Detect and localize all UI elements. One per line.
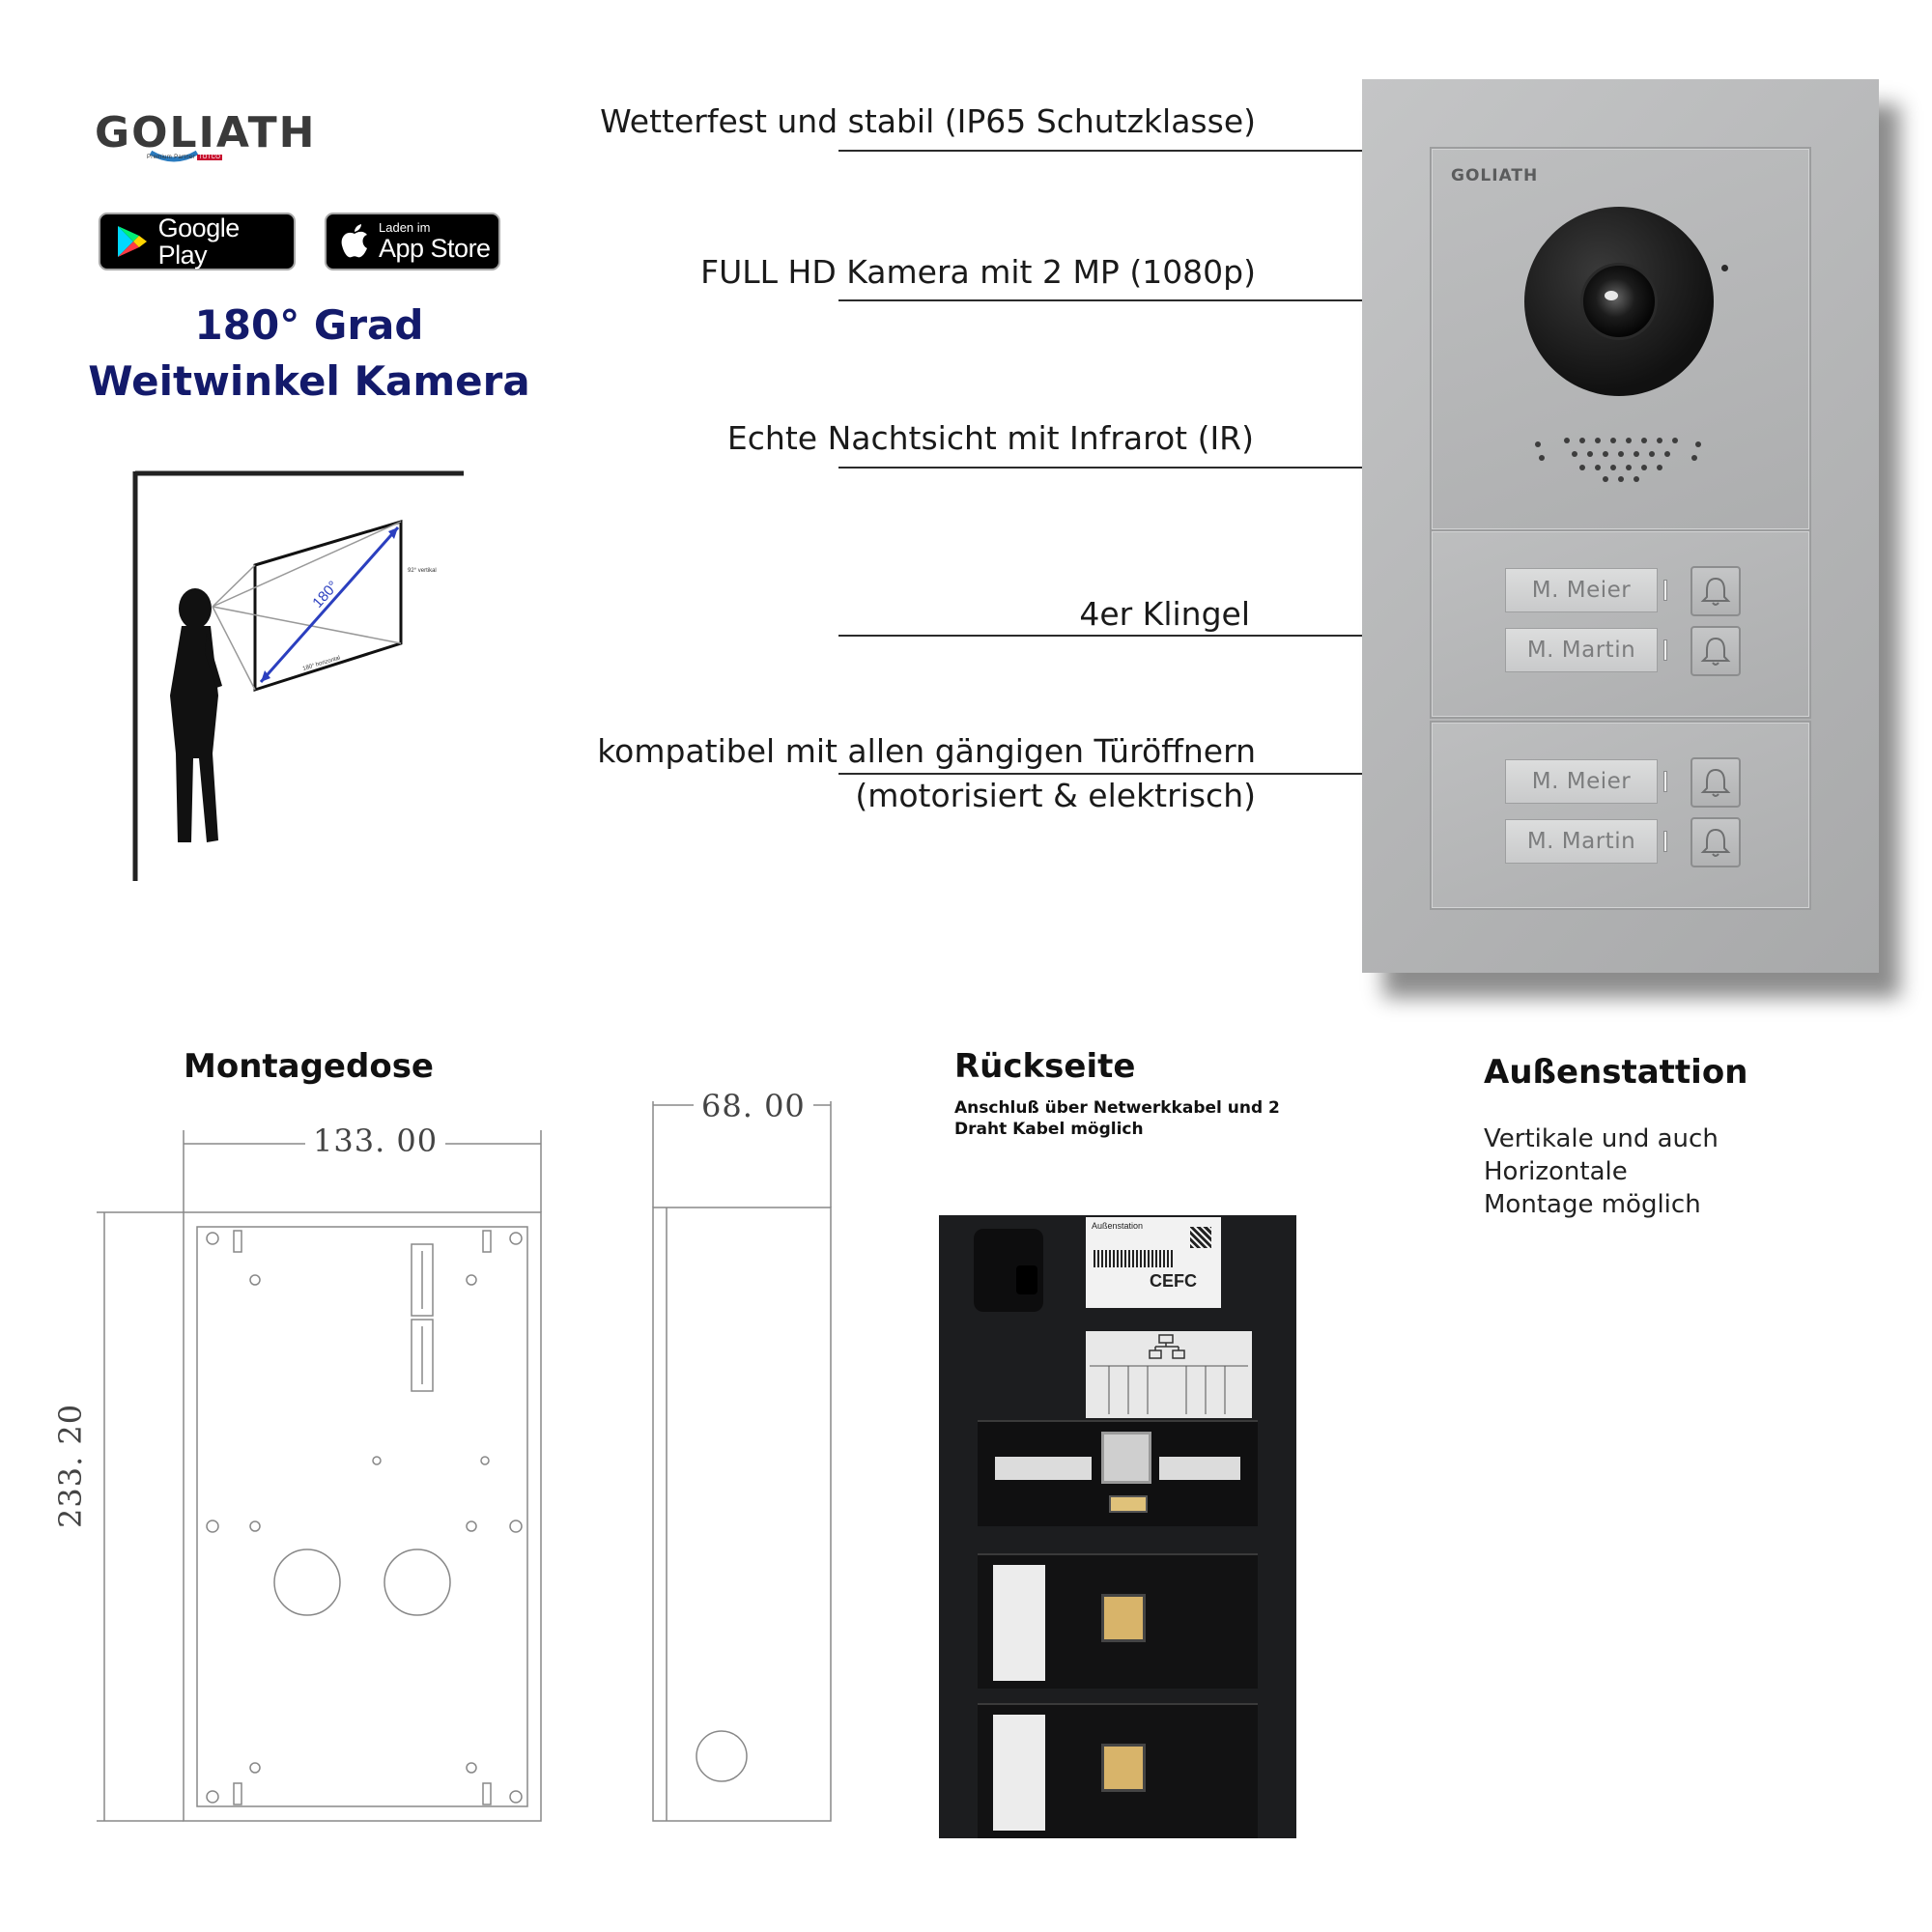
bell-icon (1700, 768, 1731, 797)
montagedose-title: Montagedose (184, 1047, 434, 1086)
door-station-panel: GOLIATH M. Meier M. Martin M. (1362, 79, 1879, 973)
ribbon-connector (1109, 1495, 1148, 1513)
bell-module-1: M. Meier M. Martin (1430, 529, 1811, 719)
camera-module: GOLIATH (1430, 147, 1811, 531)
aussenstation-title: Außenstattion (1484, 1053, 1748, 1092)
terminal-label (1086, 1331, 1252, 1418)
nameplate-led-2 (1663, 639, 1667, 661)
bell-icon (1700, 828, 1731, 857)
rueckseite-note: Anschluß über Netwerkkabel und 2 Draht K… (954, 1098, 1280, 1139)
feature-rule-5 (838, 773, 1362, 775)
module-label-1 (993, 1565, 1045, 1681)
network-symbol-icon (1090, 1334, 1248, 1414)
person-silhouette-icon (170, 588, 222, 842)
feature-weatherproof: Wetterfest und stabil (IP65 Schutzklasse… (600, 102, 1256, 140)
feature-rule-1 (838, 150, 1362, 152)
nameplate-4: M. Martin (1505, 819, 1658, 864)
terminal-block-right (1159, 1457, 1240, 1480)
feature-rule-2 (838, 299, 1362, 301)
panel-logo: GOLIATH (1451, 166, 1539, 185)
camera-lens (1580, 263, 1658, 340)
nameplate-2: M. Martin (1505, 628, 1658, 672)
bell-module-2: M. Meier M. Martin (1430, 721, 1811, 910)
app-store-small-label: Laden im (379, 220, 431, 235)
nameplate-led-4 (1663, 831, 1667, 852)
connector-bay (978, 1420, 1258, 1526)
aussenstation-line-2: Horizontale (1484, 1157, 1628, 1186)
bell-button-1[interactable] (1690, 566, 1741, 616)
label-title: Außenstation (1092, 1221, 1144, 1231)
feature-compatible: kompatibel mit allen gängigen Türöffnern (597, 732, 1256, 770)
nameplate-1: M. Meier (1505, 568, 1658, 612)
camera-icon (1524, 207, 1714, 396)
dim-depth: 68. 00 (694, 1088, 813, 1124)
microphone-icon (1721, 265, 1728, 271)
nameplate-led-3 (1663, 771, 1667, 792)
bell-module-back-2 (978, 1703, 1258, 1838)
module-connector-2 (1101, 1744, 1146, 1792)
qr-code (1190, 1227, 1211, 1248)
speaker-grille-icon (1535, 438, 1701, 482)
bell-module-back-1 (978, 1553, 1258, 1689)
bell-icon (1700, 637, 1731, 666)
barcode (1094, 1250, 1175, 1267)
back-side-photo: Außenstation CEFC (939, 1215, 1296, 1838)
google-play-icon (118, 226, 147, 257)
dim-width: 133. 00 (305, 1122, 446, 1159)
nameplate-led-1 (1663, 580, 1667, 601)
goliath-logo: GOLIATH (95, 108, 316, 157)
feature-rule-4 (838, 635, 1362, 637)
rj45-port (1101, 1432, 1151, 1484)
wide-angle-title-line1: 180° Grad (194, 301, 424, 349)
bell-button-3[interactable] (1690, 757, 1741, 808)
feature-night-vision: Echte Nachtsicht mit Infrarot (IR) (726, 419, 1254, 457)
google-play-badge[interactable]: Google Play (99, 213, 296, 270)
dim-height: 233. 20 (52, 1395, 89, 1536)
viewing-angle-diagram: 180° 92° vertikal 180° horizontal (132, 470, 464, 881)
bell-button-2[interactable] (1690, 626, 1741, 676)
aussenstation-line-1: Vertikale und auch (1484, 1124, 1719, 1153)
bell-icon (1700, 577, 1731, 606)
google-play-label: Google Play (157, 213, 241, 270)
module-label-2 (993, 1715, 1045, 1831)
logo-swoosh-icon (149, 150, 199, 162)
logo-subline: Premium Partner TOTCO (147, 155, 223, 160)
label-ce-mark: CEFC (1150, 1271, 1197, 1291)
module-connector-1 (1101, 1594, 1146, 1642)
logo-text: GOLIATH (95, 108, 317, 157)
diagram-vertical-label: 92° vertikal (408, 568, 437, 574)
terminal-block-left (995, 1457, 1092, 1480)
app-store-badge[interactable]: Laden im App Store (325, 213, 500, 270)
nameplate-3: M. Meier (1505, 759, 1658, 804)
feature-camera: FULL HD Kamera mit 2 MP (1080p) (700, 253, 1256, 291)
feature-rule-3 (838, 467, 1362, 469)
rueckseite-title: Rückseite (954, 1047, 1136, 1086)
feature-bells: 4er Klingel (1079, 595, 1250, 633)
bell-button-4[interactable] (1690, 817, 1741, 867)
apple-icon (341, 224, 367, 258)
aussenstation-line-3: Montage möglich (1484, 1190, 1701, 1219)
product-label: Außenstation CEFC (1086, 1217, 1221, 1308)
mounting-box-drawing (97, 1101, 832, 1822)
feature-compatible-sub: (motorisiert & elektrisch) (855, 777, 1256, 814)
tamper-switch (1016, 1265, 1037, 1294)
app-store-label: App Store (379, 234, 491, 263)
wide-angle-title-line2: Weitwinkel Kamera (88, 357, 530, 405)
